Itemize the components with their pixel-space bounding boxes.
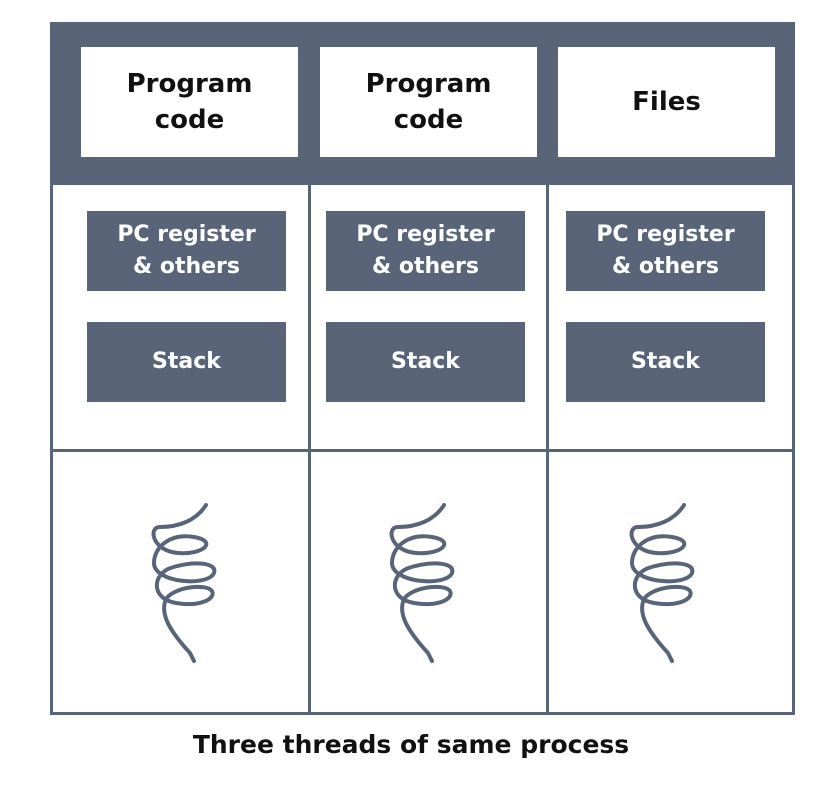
shared-resource-box: Files	[558, 47, 775, 157]
thread-spiral-icon	[629, 503, 695, 663]
process-diagram: Program code Program code Files PC regis…	[50, 22, 795, 715]
stack-box: Stack	[566, 322, 765, 402]
pc-register-box: PC register & others	[326, 211, 525, 291]
thread-divider	[546, 182, 549, 715]
section-divider	[53, 449, 792, 452]
shared-resource-box: Program code	[81, 47, 298, 157]
thread-divider	[308, 182, 311, 715]
thread-spiral-icon	[389, 503, 455, 663]
shared-resource-box: Program code	[320, 47, 537, 157]
thread-spiral-icon	[151, 503, 217, 663]
stack-box: Stack	[87, 322, 286, 402]
pc-register-box: PC register & others	[566, 211, 765, 291]
pc-register-box: PC register & others	[87, 211, 286, 291]
stack-box: Stack	[326, 322, 525, 402]
diagram-caption: Three threads of same process	[192, 730, 630, 759]
